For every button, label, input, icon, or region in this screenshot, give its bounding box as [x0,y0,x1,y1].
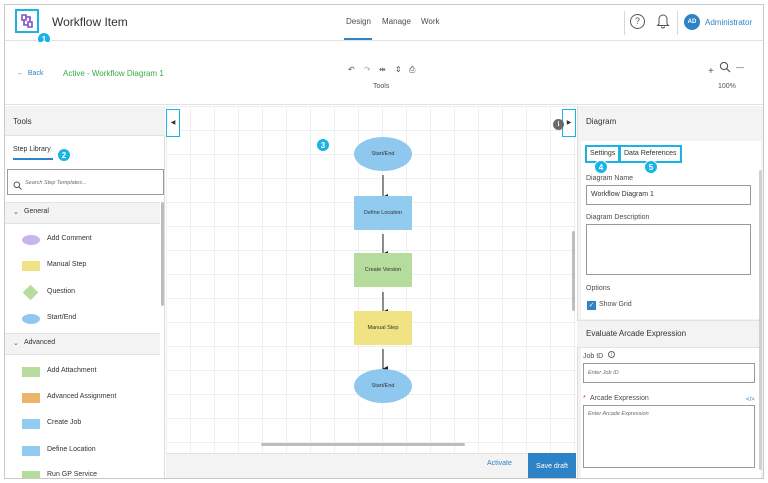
step-item-define-location[interactable]: Define Location [47,446,96,453]
properties-panel-title: Diagram [586,117,617,126]
diagram-description-label: Diagram Description [586,214,650,221]
diagram-name-label: Diagram Name [586,175,634,182]
arcade-expression-textarea[interactable] [583,405,755,468]
diagram-name-input[interactable]: Workflow Diagram 1 [586,185,751,205]
group-label-general: General [24,208,49,215]
help-icon[interactable]: ? [630,14,645,29]
notification-bell-icon[interactable] [656,13,670,34]
workflow-logo-icon[interactable] [15,9,39,33]
step-item-advanced-assignment[interactable]: Advanced Assignment [47,393,117,400]
assignment-shape-icon [22,393,40,403]
left-panel-scrollbar[interactable] [161,202,164,306]
avatar[interactable]: AD [684,14,700,30]
back-label: Back [27,70,44,77]
group-header-general[interactable] [5,202,160,224]
gp-service-shape-icon [22,471,40,478]
callout-badge-3: 3 [316,138,330,152]
code-editor-icon[interactable]: </> [746,397,755,403]
diagram-toolbar [5,42,763,105]
canvas-footer [166,453,576,478]
zoom-level: 100% [718,83,736,90]
back-link[interactable]: ← Back [17,70,43,77]
redo-icon[interactable]: ↷ [364,65,371,74]
canvas-horizontal-scrollbar[interactable] [261,443,465,446]
nav-tab-design[interactable]: Design [346,17,371,26]
job-id-placeholder: Enter Job ID [588,370,619,376]
header-divider [677,11,678,35]
attachment-shape-icon [22,367,40,377]
define-location-shape-icon [22,446,40,456]
nav-tab-work[interactable]: Work [421,17,440,26]
step-item-question[interactable]: Question [47,288,76,295]
right-panel-scrollbar[interactable] [759,170,762,470]
chevron-down-icon: ⌄ [13,340,19,347]
manual-step-shape-icon [22,261,40,271]
arcade-section-header [577,320,761,348]
align-vertical-icon[interactable]: ⇕ [395,65,402,74]
show-grid-checkbox[interactable]: ✓ [587,301,596,310]
magnifier-icon [719,60,731,78]
arrow-left-icon: ← [17,70,28,77]
tools-panel-header [5,106,165,136]
search-icon [13,177,22,195]
step-item-manual-step[interactable]: Manual Step [47,261,87,268]
collapse-left-panel-button[interactable]: ◀ [166,109,180,137]
create-job-shape-icon [22,419,40,429]
required-asterisk: * [583,395,586,402]
header-divider [624,11,625,35]
info-circle-icon: i [608,351,615,358]
callout-badge-5: 5 [644,160,658,174]
info-icon[interactable]: i [553,119,564,130]
canvas-vertical-scrollbar[interactable] [572,231,575,311]
flow-node-create-version[interactable]: Create Version [354,253,412,287]
flow-node-end[interactable]: Start/End [354,369,412,403]
align-horizontal-icon[interactable]: ⇹ [379,65,386,74]
zoom-in-button[interactable]: + [708,66,714,77]
diagram-description-textarea[interactable] [586,224,751,275]
callout-badge-2: 2 [57,148,71,162]
job-id-input[interactable] [583,363,755,383]
flow-node-define-location[interactable]: Define Location [354,196,412,230]
step-item-add-attachment[interactable]: Add Attachment [47,367,97,374]
nav-tab-manage[interactable]: Manage [382,17,411,26]
tools-panel-title: Tools [13,117,32,126]
tab-active-indicator [13,158,53,160]
save-draft-button[interactable]: Save draft [528,453,576,478]
step-item-start-end[interactable]: Start/End [47,314,77,321]
undo-icon[interactable]: ↶ [348,65,355,74]
job-id-label: Job ID [583,353,604,360]
app-title: Workflow Item [52,15,128,29]
chevron-down-icon: ⌄ [13,209,19,216]
group-header-advanced[interactable] [5,333,160,355]
tab-step-library[interactable]: Step Library [13,146,51,153]
arcade-expression-label: Arcade Expression [590,395,649,402]
activate-button[interactable]: Activate [487,460,512,467]
zoom-out-button[interactable]: — [736,63,744,72]
diagram-title: Active - Workflow Diagram 1 [63,69,164,78]
group-label-advanced: Advanced [24,339,56,346]
app-window: 1 Workflow Item Design Manage Work ? AD … [4,4,764,479]
step-item-add-comment[interactable]: Add Comment [47,235,92,242]
tools-label: Tools [373,83,390,90]
arcade-section-title: Evaluate Arcade Expression [586,329,687,338]
callout-badge-4: 4 [594,160,608,174]
flow-node-manual-step[interactable]: Manual Step [354,311,412,345]
collapse-right-panel-button[interactable]: ▶ [562,109,576,137]
show-grid-label: Show Grid [599,301,632,308]
comment-shape-icon [22,235,40,245]
flow-connectors [382,175,388,372]
nav-active-indicator [344,38,372,40]
step-search-input[interactable] [7,169,164,195]
user-name[interactable]: Administrator [705,18,753,27]
arcade-expression-placeholder: Enter Arcade Expression [588,411,649,417]
step-item-create-job[interactable]: Create Job [47,419,82,426]
print-icon[interactable]: ⎙ [409,65,416,74]
flow-node-start[interactable]: Start/End [354,137,412,171]
start-end-shape-icon [22,314,40,324]
options-label: Options [586,285,611,292]
step-item-run-gp-service[interactable]: Run GP Service [47,471,98,478]
search-placeholder: Search Step Templates... [25,180,87,186]
